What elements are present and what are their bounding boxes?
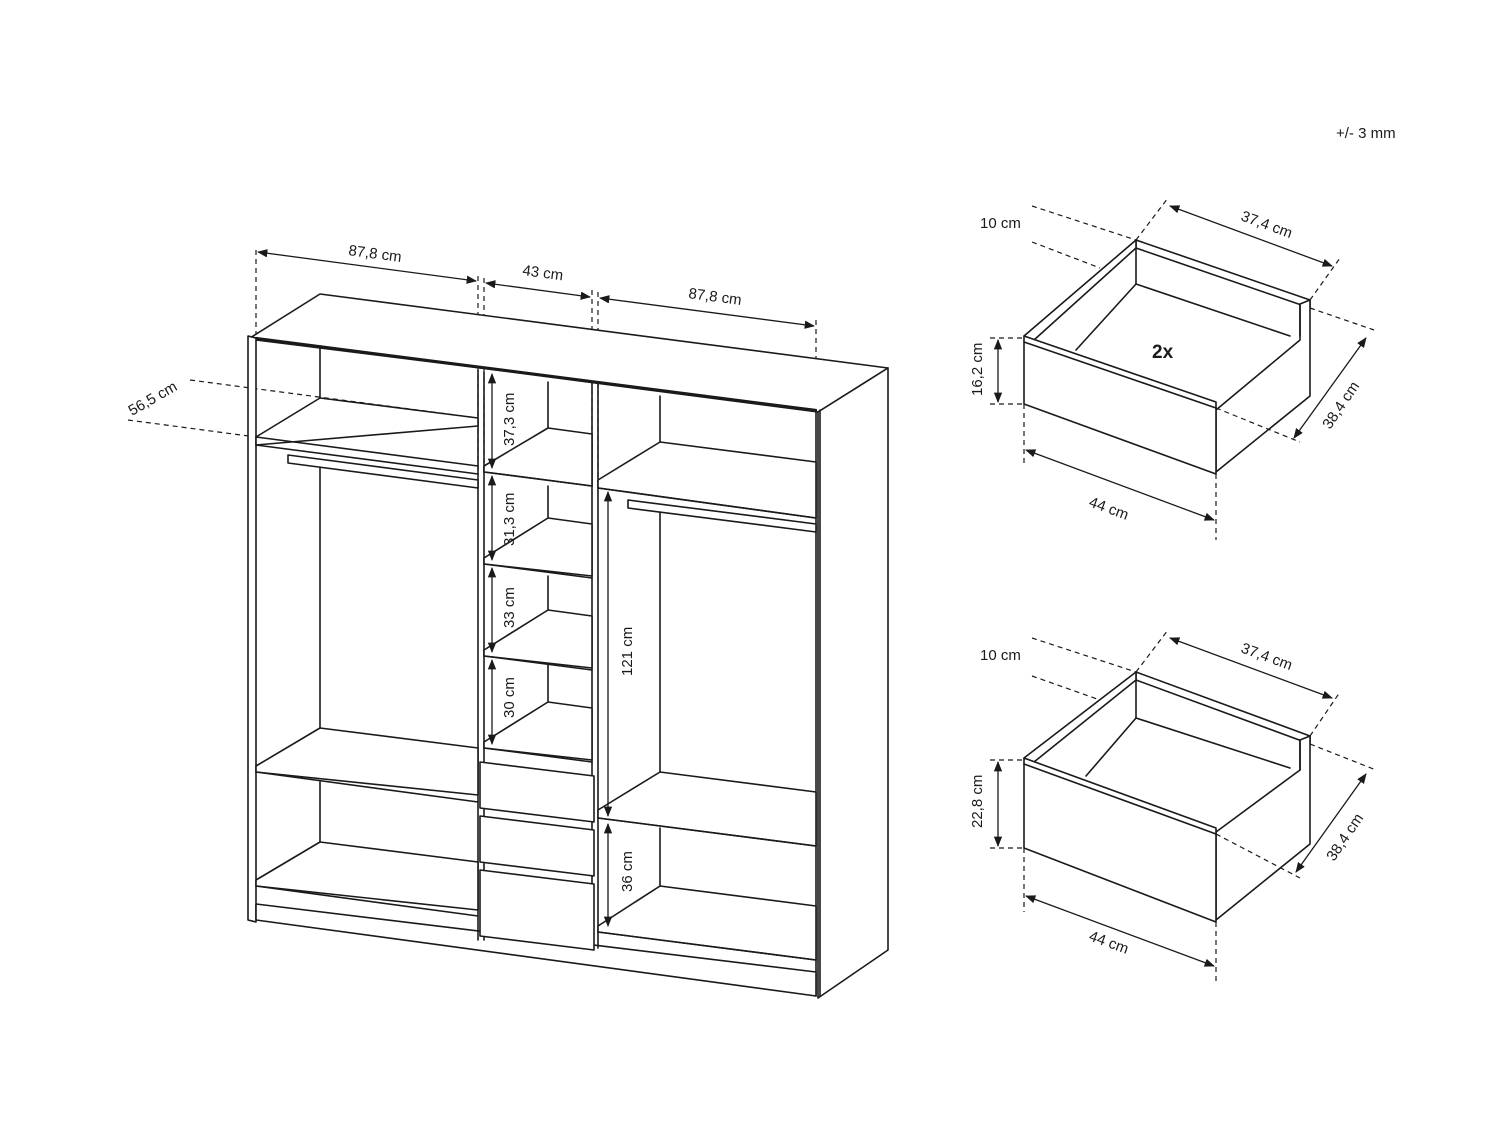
bottom-height-label: 36 cm [619,851,636,892]
drawer-large-height-label: 22,8 cm [969,775,986,828]
left-bottom-shelf [255,841,479,911]
shelf-1-label: 37,3 cm [501,393,518,446]
right-hanging-rail [627,499,817,533]
depth-label: 56,5 cm [126,378,181,419]
drawer-small-front [1023,335,1217,475]
right-side-panel [817,367,889,999]
wardrobe-drawing [127,250,889,999]
center-drawer-3 [479,869,595,951]
left-hanging-rail [287,454,479,489]
shelf-4-label: 30 cm [501,677,518,718]
drawer-large-front-top-label: 10 cm [980,647,1021,664]
right-middle-shelf [597,771,817,847]
width-right-label: 87,8 cm [687,285,742,309]
center-drawer-1 [479,761,595,823]
drawer-large-back-width-label: 37,4 cm [1239,640,1295,674]
center-shelf-2 [483,517,593,577]
tolerance-label: +/- 3 mm [1336,125,1396,142]
drawer-small-height-label: 16,2 cm [969,343,986,396]
drawer-large-depth-label: 38,4 cm [1323,810,1367,864]
center-shelf-4 [483,701,593,761]
drawer-quantity-label: 2x [1152,342,1174,363]
right-top-shelf [597,441,817,519]
hanging-height-label: 121 cm [619,627,636,676]
drawer-small-back-width-label: 37,4 cm [1239,208,1295,242]
left-middle-shelf [255,727,479,796]
left-side-panel [247,335,257,923]
left-top-shelf [255,397,479,446]
center-shelf-3 [483,609,593,669]
drawer-large-front [1023,757,1217,923]
drawer-large-drawing [1023,671,1311,923]
base-plinth [255,903,817,997]
right-bottom-shelf [597,885,817,961]
drawer-small-drawing: 2x [1023,239,1311,475]
top-panel [249,293,889,413]
drawer-small-front-width-label: 44 cm [1087,494,1131,524]
center-shelf-1 [483,427,593,487]
shelf-2-label: 31,3 cm [501,493,518,546]
center-drawer-2 [479,815,595,877]
width-left-label: 87,8 cm [347,242,402,266]
width-center-label: 43 cm [521,262,564,284]
shelf-3-label: 33 cm [501,587,518,628]
drawer-small-depth-label: 38,4 cm [1319,378,1363,432]
drawer-small-front-top-label: 10 cm [980,215,1021,232]
